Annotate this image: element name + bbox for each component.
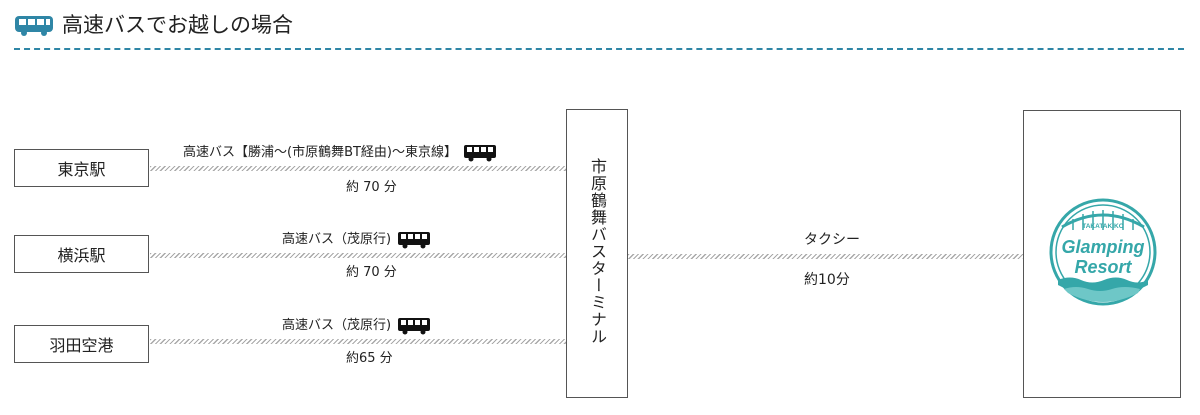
route-line-tokyo [150,166,566,171]
taxi-time: 約10分 [804,272,850,288]
station-tokyo: 東京駅 [14,149,149,187]
bus-icon [464,145,497,162]
bus-icon [15,16,53,36]
route-time-haneda: 約65 分 [346,351,393,366]
route-label-tokyo: 高速バス【勝浦〜(市原鶴舞BT経由)〜東京線】 [183,144,497,162]
route-time-tokyo: 約 70 分 [346,180,397,195]
route-line-taxi [628,254,1023,259]
route-line-yokohama [150,253,566,258]
page-title: 高速バスでお越しの場合 [62,13,293,37]
bus-icon [398,232,431,249]
route-line-haneda [150,339,566,344]
section-header: 高速バスでお越しの場合 [14,8,1184,50]
destination-box: TAKATAKIKO Glamping Resort [1023,110,1181,398]
station-yokohama: 横浜駅 [14,235,149,273]
route-text: 高速バス【勝浦〜(市原鶴舞BT経由)〜東京線】 [183,145,458,160]
route-time-yokohama: 約 70 分 [346,265,397,280]
terminal-box: 市原鶴舞バスターミナル [566,109,628,398]
station-label: 東京駅 [57,160,106,179]
terminal-label: 市原鶴舞バスターミナル [588,158,607,345]
station-haneda: 羽田空港 [14,325,149,363]
resort-logo: TAKATAKIKO Glamping Resort [1049,198,1157,306]
station-label: 羽田空港 [49,336,114,355]
header-divider [14,48,1184,50]
logo-line1-text: Glamping [1061,237,1144,257]
logo-line2-text: Resort [1074,257,1132,277]
route-text: 高速バス（茂原行) [282,318,392,333]
taxi-label: タクシー [804,232,860,248]
station-label: 横浜駅 [57,246,106,265]
route-text: 高速バス（茂原行) [282,232,392,247]
logo-top-text: TAKATAKIKO [1082,223,1124,230]
route-label-yokohama: 高速バス（茂原行) [282,231,431,249]
bus-icon [398,318,431,335]
route-label-haneda: 高速バス（茂原行) [282,317,431,335]
